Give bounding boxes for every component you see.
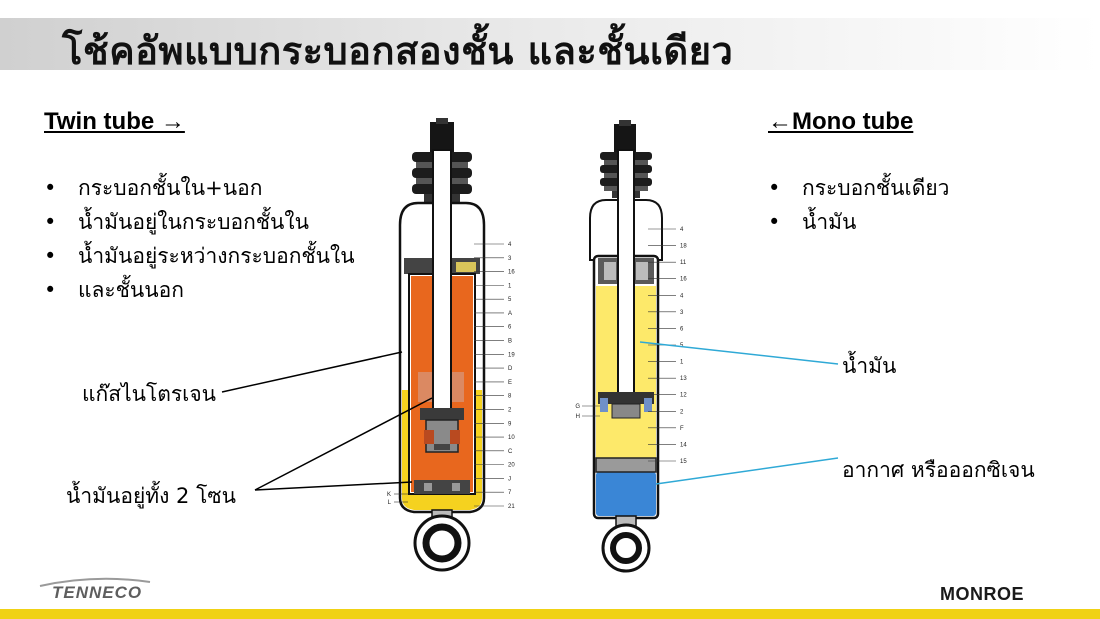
callout-number: 1 [680, 360, 684, 366]
callout-number: 5 [508, 297, 512, 303]
callout-number: 2 [680, 409, 684, 415]
callout-number: 16 [680, 277, 687, 283]
callout-number: 15 [680, 459, 687, 465]
callout-number: J [508, 476, 511, 482]
twin-tube-heading: Twin tube → [44, 108, 185, 135]
twin-tube-bullet-list: กระบอกชั้นใน+นอก น้ำมันอยู่ในกระบอกชั้นใ… [44, 171, 355, 307]
callout-number: 1 [508, 283, 512, 289]
mono-piston [598, 392, 654, 404]
callout-number: 14 [680, 442, 687, 448]
mono-top-stud [614, 124, 636, 152]
callout-number: 7 [508, 490, 512, 496]
gas-leader-line [221, 351, 403, 393]
mono-oil-leader-line [639, 341, 839, 365]
list-item: น้ำมัน [768, 205, 949, 239]
list-item: น้ำมันอยู่ระหว่างกระบอกชั้นใน [44, 239, 355, 273]
mono-air-label: อากาศ หรือออกซิเจน [842, 458, 1035, 482]
callout-number: 19 [508, 352, 515, 358]
callout-number: 13 [680, 376, 687, 382]
callout-number: 16 [508, 270, 515, 276]
list-item: กระบอกชั้นเดียว [768, 171, 949, 205]
callout-number: 10 [508, 435, 515, 441]
callout-number: L [388, 500, 392, 506]
callout-number: 3 [680, 310, 684, 316]
tenneco-swoosh [39, 577, 151, 587]
mono-piston-rod [617, 149, 635, 397]
callout-number: H [576, 414, 580, 420]
oil-leader-line-lower [254, 481, 413, 491]
callout-number: 9 [508, 421, 512, 427]
oil-both-zones-label: น้ำมันอยู่ทั้ง 2 โซน [66, 484, 236, 508]
callout-number: 6 [680, 326, 684, 332]
callout-number: 20 [508, 463, 515, 469]
title-bar [0, 18, 1100, 70]
callout-number: 2 [508, 407, 512, 413]
oil-leader-line-upper [254, 397, 433, 491]
bottom-accent-bar [0, 609, 1100, 619]
mono-gas-chamber [596, 472, 656, 516]
monroe-logo: MONROE [940, 584, 1024, 604]
twin-piston [420, 408, 464, 420]
twin-tube-diagram [398, 118, 486, 572]
mono-oil-label: น้ำมัน [842, 354, 897, 378]
callout-number: 12 [680, 393, 687, 399]
twin-callouts: 4 3 16 1 5A 6B 19D E 8 2 9 10C 20J 7 21 KL [387, 242, 515, 510]
twin-top-stud [430, 122, 454, 152]
callout-number: 4 [508, 242, 512, 248]
mono-tube-heading: ←Mono tube [768, 108, 914, 135]
callout-number: 18 [680, 244, 687, 250]
callout-number: E [508, 380, 512, 386]
mono-air-leader-line [655, 457, 839, 485]
gas-label: แก๊สไนโตรเจน [82, 382, 217, 406]
mono-floating-piston [595, 457, 657, 473]
page-title: โช้คอัพแบบกระบอกสองชั้น และชั้นเดียว [62, 29, 734, 73]
callout-number: B [508, 339, 512, 345]
callout-number: 4 [680, 227, 684, 233]
callout-number: F [680, 426, 684, 432]
callout-number: K [387, 492, 391, 498]
list-item: น้ำมันอยู่ในกระบอกชั้นใน [44, 205, 355, 239]
callout-number: 6 [508, 325, 512, 331]
mono-tube-diagram [589, 120, 663, 573]
twin-foot-valve [414, 480, 470, 494]
mono-callouts: 41811164365113122F1415GH [575, 227, 687, 465]
callout-number: 4 [680, 293, 684, 299]
mono-tube-bullet-list: กระบอกชั้นเดียว น้ำมัน [768, 171, 949, 239]
callout-number: 21 [508, 504, 515, 510]
callout-number: G [575, 404, 580, 410]
list-item: กระบอกชั้นใน+นอก [44, 171, 355, 205]
twin-piston-rod [432, 149, 452, 411]
callout-number: 11 [680, 260, 687, 266]
tenneco-logo: TENNECO [52, 583, 143, 602]
callout-number: D [508, 366, 513, 372]
callout-number: C [508, 449, 513, 455]
callout-number: 8 [508, 394, 512, 400]
list-item: และชั้นนอก [44, 273, 355, 307]
callout-number: 3 [508, 256, 512, 262]
callout-number: A [508, 311, 512, 317]
